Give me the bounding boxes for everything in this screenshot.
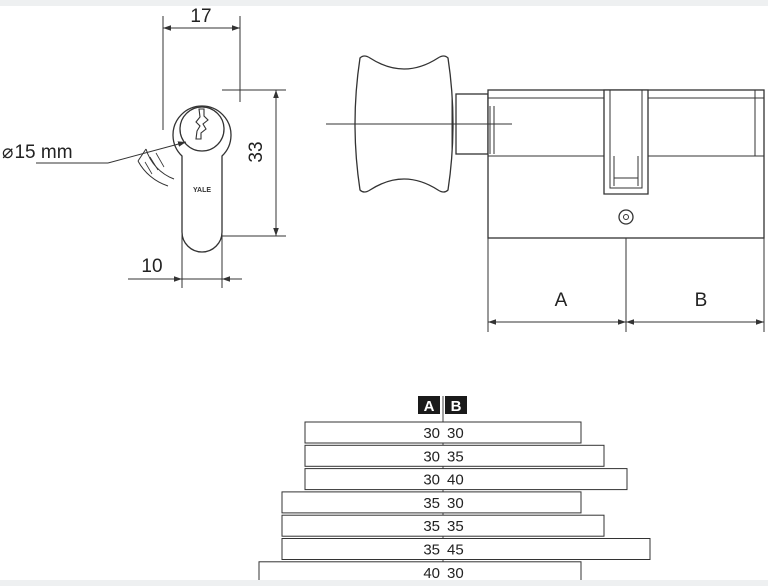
table-row: [281, 491, 582, 514]
drawing-sheet: YALE 17 33 10 ⌀15 mm: [0, 6, 768, 580]
table-cell-b: 30: [447, 495, 464, 512]
cam-arc-inner: [145, 148, 175, 180]
dimension-10-label: 10: [141, 256, 162, 277]
dimension-a-b: [487, 238, 765, 332]
size-table: A B 30 30 30 35 30 40 35 30 35 35 35 45 40 30: [258, 396, 651, 580]
table-cell-a: 35: [423, 495, 440, 512]
table-header-b-label: B: [451, 398, 462, 415]
table-row: [304, 468, 628, 491]
table-row: [258, 561, 582, 580]
diameter-leader: [36, 141, 187, 164]
table-cell-b: 30: [447, 565, 464, 580]
dimension-33-label: 33: [246, 141, 267, 162]
table-cell-b: 45: [447, 542, 464, 559]
table-row: [281, 538, 651, 560]
brand-mark: YALE: [193, 187, 211, 194]
fixing-hole: [618, 209, 634, 225]
dimension-17: [162, 16, 241, 130]
dimension-10: [128, 232, 242, 288]
table-rows: 30 30 30 35 30 40 35 30 35 35 35 45 40 30: [258, 421, 651, 580]
table-cell-b: 40: [447, 472, 464, 489]
table-cell-b: 30: [447, 425, 464, 442]
plug-circle: [179, 106, 225, 152]
dimension-33: [222, 89, 286, 237]
table-cell-a: 40: [423, 565, 440, 580]
table-row: [304, 444, 605, 467]
table-row: [281, 514, 605, 537]
table-row: [304, 421, 582, 444]
keyway: [195, 108, 209, 140]
cylinder-front-view: [137, 105, 232, 253]
table-cell-a: 35: [423, 542, 440, 559]
table-cell-b: 35: [447, 448, 464, 465]
technical-drawing: YALE 17 33 10 ⌀15 mm: [2, 6, 765, 580]
table-cell-a: 30: [423, 472, 440, 489]
cylinder-side-view: [354, 55, 765, 239]
table-header-a-label: A: [424, 398, 435, 415]
cylinder-profile-outline: [172, 105, 232, 253]
diameter-label: ⌀15 mm: [2, 142, 73, 163]
dimension-a-label: A: [555, 290, 568, 311]
dimension-b-label: B: [695, 290, 708, 311]
cam-slot: [603, 89, 649, 195]
table-header-a: [418, 396, 440, 414]
dimension-17-label: 17: [190, 6, 211, 27]
cam-arc: [137, 160, 169, 187]
table-cell-b: 35: [447, 518, 464, 535]
table-cell-a: 30: [423, 425, 440, 442]
table-header-b: [445, 396, 467, 414]
table-cell-a: 35: [423, 518, 440, 535]
table-cell-a: 30: [423, 448, 440, 465]
